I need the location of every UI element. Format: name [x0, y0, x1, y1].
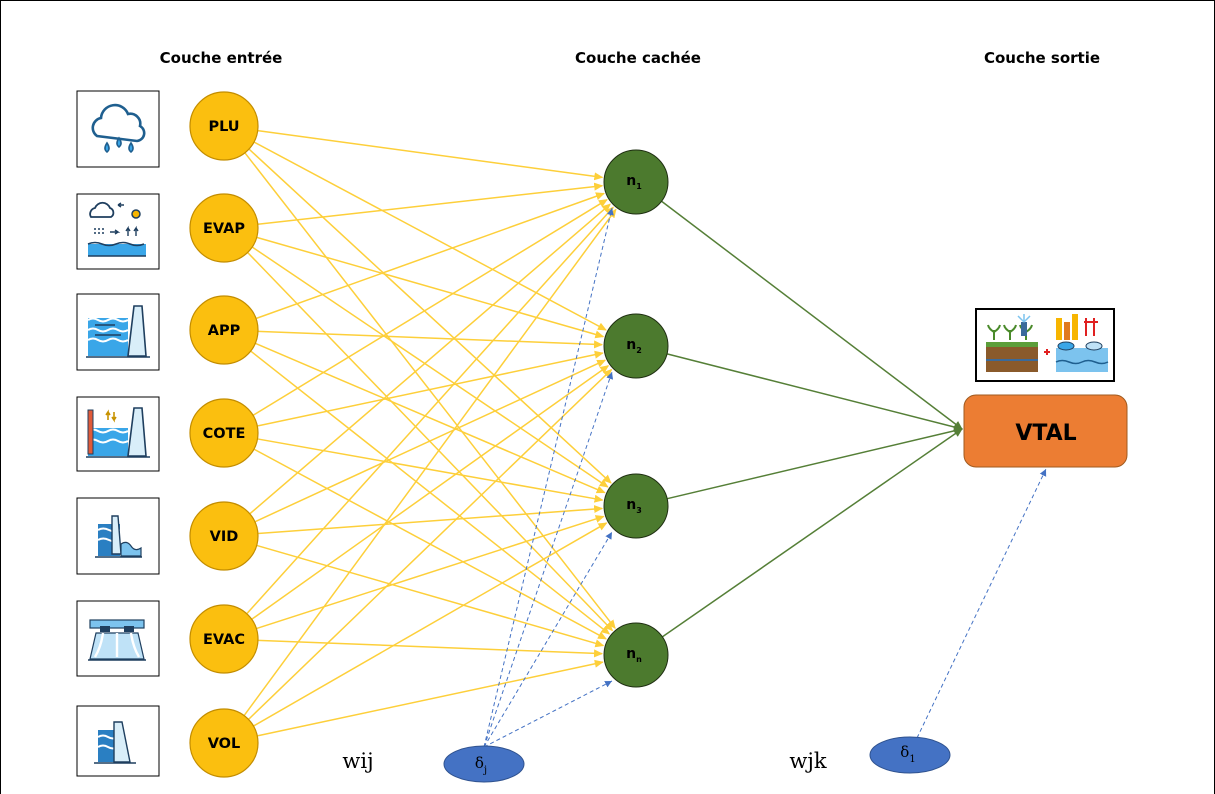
rain-cloud-icon [76, 90, 160, 168]
input-node-circle [189, 398, 259, 468]
hidden-layer: n1 n2 n3 nn [603, 149, 669, 688]
bias-connections [483, 207, 1047, 748]
connection-input-5-hidden-4 [256, 544, 605, 648]
hidden-node-label: nn [626, 646, 642, 664]
dam-drain-icon [76, 497, 160, 575]
spillway-icon [76, 600, 160, 677]
input-node-vol: VOL [189, 708, 259, 778]
connection-input-2-hidden-2 [256, 236, 605, 339]
input-node-evap: EVAP [189, 193, 259, 263]
connection-input-4-hidden-1 [252, 199, 608, 416]
connection-input-2-hidden-1 [257, 182, 604, 225]
input-node-label: VID [210, 529, 239, 545]
input-hidden-connections [243, 129, 617, 737]
hidden-node-label: n3 [626, 497, 642, 515]
input-node-circle [189, 295, 259, 365]
input-node-circle [189, 604, 259, 674]
input-hidden-weight-label: wij [342, 749, 373, 773]
hidden-node-label: n1 [626, 173, 642, 191]
input-node-label: PLU [208, 119, 239, 135]
water-level-gauge-icon [76, 396, 160, 472]
connection-input-3-hidden-3 [254, 342, 606, 494]
connection-input-6-hidden-3 [256, 515, 605, 630]
connection-input-1-hidden-1 [257, 129, 604, 181]
input-node-app: APP [189, 295, 259, 365]
input-node-label: EVAC [203, 632, 245, 648]
connection-input-4-hidden-3 [257, 438, 604, 503]
irrigation-and-water-supply-icon [975, 308, 1115, 382]
input-layer-title: Couche entrée [160, 49, 283, 67]
hidden-node-4: nn [603, 622, 669, 688]
hidden-node-1: n1 [603, 149, 669, 215]
hidden-node-label: n2 [626, 337, 642, 355]
connection-hidden-4-output [661, 428, 963, 638]
hidden-node-circle [603, 313, 669, 379]
connection-input-6-hidden-4 [257, 639, 604, 658]
connection-input-5-hidden-1 [249, 203, 611, 515]
input-node-evac: EVAC [189, 604, 259, 674]
input-icons [76, 90, 160, 777]
hidden-bias-label: δj [475, 754, 487, 776]
connection-input-7-hidden-3 [253, 522, 608, 727]
evaporation-icon [76, 193, 160, 270]
hidden-bias-node [443, 745, 525, 783]
connection-input-2-hidden-3 [251, 246, 609, 488]
hidden-node-circle [603, 149, 669, 215]
reservoir-volume-icon [76, 705, 160, 777]
connection-input-6-hidden-2 [251, 365, 610, 620]
connection-input-3-hidden-1 [255, 192, 605, 320]
connection-input-7-hidden-4 [257, 659, 604, 737]
bias-connection-hidden-4 [483, 680, 613, 748]
hidden-node-circle [603, 473, 669, 539]
connection-input-3-hidden-2 [257, 330, 604, 349]
output-bias-label: δ1 [900, 743, 915, 765]
dam-inflow-icon [76, 293, 160, 371]
connection-input-5-hidden-2 [254, 359, 607, 523]
hidden-output-connections [661, 200, 963, 638]
connection-input-1-hidden-4 [244, 152, 616, 629]
bias-connection-output [916, 468, 1047, 739]
hidden-output-weight-label: wjk [789, 749, 826, 773]
connection-input-7-hidden-2 [247, 368, 613, 720]
bias-connection-hidden-2 [483, 371, 614, 748]
hidden-node-3: n3 [603, 473, 669, 539]
input-node-circle [189, 193, 259, 263]
input-node-circle [189, 91, 259, 161]
input-layer: PLU EVAP APP COTE VID EVAC VOL [189, 91, 259, 778]
input-node-label: EVAP [203, 221, 245, 237]
input-node-cote: COTE [189, 398, 259, 468]
connection-input-4-hidden-2 [257, 350, 604, 427]
output-bias-node [869, 736, 951, 774]
hidden-node-circle [603, 622, 669, 688]
connection-input-1-hidden-3 [248, 148, 612, 484]
bias-connection-hidden-1 [483, 207, 614, 748]
output-node-label: VTAL [1015, 421, 1076, 446]
input-node-plu: PLU [189, 91, 259, 161]
input-node-label: VOL [208, 736, 241, 752]
connection-input-5-hidden-3 [257, 505, 604, 535]
connection-hidden-3-output [666, 426, 963, 500]
input-node-circle [189, 501, 259, 571]
connection-input-1-hidden-2 [253, 141, 607, 331]
connection-input-6-hidden-1 [246, 206, 614, 615]
hidden-node-2: n2 [603, 313, 669, 379]
output-node [963, 394, 1128, 468]
input-node-vid: VID [189, 501, 259, 571]
connection-hidden-1-output [661, 200, 963, 430]
connection-hidden-2-output [666, 353, 963, 431]
connection-input-7-hidden-1 [243, 208, 617, 717]
input-node-label: COTE [203, 426, 246, 442]
input-node-label: APP [208, 323, 241, 339]
output-layer-title: Couche sortie [984, 49, 1100, 67]
hidden-layer-title: Couche cachée [575, 49, 701, 67]
input-node-circle [189, 708, 259, 778]
